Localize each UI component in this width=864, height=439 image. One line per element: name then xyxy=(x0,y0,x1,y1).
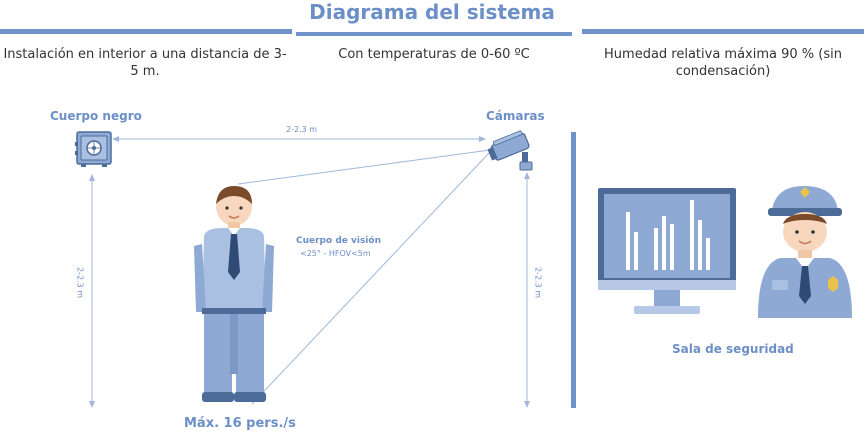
spec-temperature: Con temperaturas de 0-60 ºC xyxy=(338,47,530,62)
arrowhead-right-bottom xyxy=(524,401,530,408)
security-room-label: Sala de seguridad xyxy=(672,342,794,356)
section-divider xyxy=(571,132,576,408)
cameras-label: Cámaras xyxy=(486,109,545,123)
spec-humidity: Humedad relativa máxima 90 % (sin conden… xyxy=(582,46,864,80)
spec-humidity-line1: Humedad relativa máxima 90 % (sin xyxy=(604,47,842,62)
blackbody-label: Cuerpo negro xyxy=(50,109,142,123)
vision-spec: <25° - HFOV<5m xyxy=(300,249,371,258)
page-title: Diagrama del sistema xyxy=(309,0,555,24)
blackbody-safe-icon xyxy=(75,131,112,167)
chart-bar xyxy=(670,224,674,270)
chart-bar xyxy=(706,238,710,270)
chart-bar xyxy=(698,220,702,270)
chart-bar xyxy=(634,232,638,270)
throughput-label: Máx. 16 pers./s xyxy=(184,416,296,431)
arrowhead-left-bottom xyxy=(89,401,95,408)
spec-installation: Instalación en interior a una distancia … xyxy=(3,47,287,79)
thermal-camera-icon xyxy=(487,130,533,171)
arrowhead-right-top xyxy=(524,172,530,179)
fov-line-lower xyxy=(251,151,491,405)
person-icon xyxy=(194,186,274,402)
vision-title: Cuerpo de visión xyxy=(296,236,381,246)
chart-bar xyxy=(662,216,666,270)
distance-horizontal-label: 2-2.3 m xyxy=(286,125,318,134)
chart-bar xyxy=(654,228,658,270)
distance-right-label: 2-2.3 m xyxy=(533,266,543,299)
arrowhead-left xyxy=(112,136,119,142)
distance-left-label: 2-2.3 m xyxy=(75,266,85,299)
fov-line-upper xyxy=(237,149,491,185)
security-guard-icon xyxy=(758,186,852,318)
monitor-chart-icon xyxy=(598,188,736,314)
section-rule-middle xyxy=(296,32,572,36)
header-rule-right xyxy=(582,29,864,34)
arrowhead-left-top xyxy=(89,174,95,181)
spec-humidity-line2: condensación) xyxy=(675,64,771,79)
header-rule-left xyxy=(0,29,292,34)
chart-bar xyxy=(626,212,630,270)
arrowhead-right xyxy=(479,136,486,142)
chart-bar xyxy=(690,200,694,270)
